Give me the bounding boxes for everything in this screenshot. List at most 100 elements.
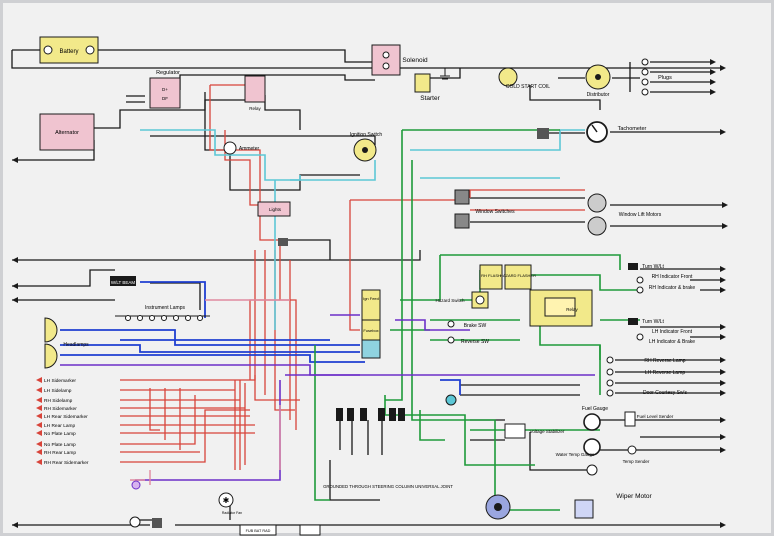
terminal-arrows: [12, 59, 728, 528]
ign-feed-label: Ign Feed: [363, 296, 379, 301]
instrument-lamps-label: Instrument Lamps: [145, 305, 186, 311]
lamp-label: LH Rear Lamp: [44, 423, 76, 429]
lh-indicator-front-label: LH Indicator Front: [652, 329, 693, 335]
hazard-switch: Hazard Switch: [435, 291, 489, 309]
window-switches-label: Window Switches: [475, 209, 515, 215]
tachometer: Tachometer: [537, 121, 647, 143]
radiator-fan: ✱ Radiator Fan: [218, 492, 242, 515]
turn-lh-label: Turn W/Lt: [642, 319, 664, 325]
relay-mid-label: Relay: [566, 307, 578, 312]
turn-rh-label: Turn W/Lt: [642, 264, 664, 270]
rh-flasher-label: RH FLASH: [481, 273, 501, 278]
door-courtesy-icon: [445, 394, 457, 406]
voltage-stabilizer: Voltage Stabilizer: [504, 423, 565, 439]
bottom-fuse-strip: FUB BAT RAD: [239, 524, 321, 536]
starter: Starter: [414, 73, 441, 102]
relay-mid: Relay: [529, 289, 593, 327]
fuel-level-sender-label: Fuel Level Sender: [637, 414, 674, 419]
lamp-label: RH Sidelamp: [44, 398, 73, 404]
fuse-block-label: Fusebox: [363, 328, 378, 333]
cold-start-coil-label: COLD START COIL: [506, 84, 550, 90]
fan-icon: ✱: [223, 496, 230, 505]
bottom-connectors: [336, 408, 405, 421]
wiper-motor-label: Wiper Motor: [616, 493, 652, 500]
alternator-label: Alternator: [55, 130, 79, 136]
ammeter-label: Ammeter: [239, 146, 260, 152]
fuel-gauge-label: Fuel Gauge: [582, 406, 608, 412]
plugs: Plugs: [641, 58, 672, 96]
distributor: Distributor: [585, 64, 611, 98]
green-wires: [314, 129, 640, 511]
window-lift-motors: Window Lift Motors: [587, 193, 662, 236]
lamp-label: RH Rear Sidemarker: [44, 460, 89, 466]
hazard-flasher-label: HAZARD FLASHER: [500, 273, 536, 278]
voltage-stabilizer-label: Voltage Stabilizer: [530, 429, 565, 434]
wiper-motor: Wiper Motor: [485, 464, 653, 520]
solenoid-label: Solenoid: [402, 57, 428, 64]
blue-wires: [60, 281, 461, 395]
svg-text:D+: D+: [162, 87, 168, 92]
right-lamp-labels: Turn W/Lt RH Indicator Front RH Indicato…: [628, 263, 695, 396]
door-courtesy-label: Door Courtesy Sw's: [643, 390, 688, 396]
temp-sender-label: Temp Sender: [623, 459, 650, 464]
grounded-note: GROUNDED THROUGH STEERING COLUMN UNIVERS…: [323, 484, 453, 489]
brake-sw-label: Brake SW: [464, 323, 487, 329]
fuel-level-sender: Fuel Level Sender: [624, 411, 674, 427]
relay-top: Relay: [244, 75, 266, 111]
ignition-switch-label: Ignition Switch: [350, 132, 382, 138]
rh-indicator-front-label: RH Indicator Front: [652, 274, 693, 280]
distributor-label: Distributor: [587, 92, 610, 98]
ignition-switch: Ignition Switch: [350, 132, 382, 162]
regulator-label: Regulator: [156, 70, 180, 76]
hazard-switch-label: Hazard Switch: [435, 298, 465, 303]
fuel-gauge: Fuel Gauge: [582, 406, 608, 431]
lights-label: Lights: [269, 207, 282, 212]
temp-sender: Temp Sender: [623, 445, 650, 464]
lh-reverse-label: LH Reverse Lamp: [645, 370, 686, 376]
cold-start-coil: COLD START COIL: [498, 67, 550, 90]
lamp-label: RH Rear Lamp: [44, 450, 76, 456]
water-temp-gauge-label: Water Temp Gauge: [556, 452, 595, 457]
regulator: Regulator D+ DF: [149, 70, 181, 109]
fuse-labels: FUB BAT RAD: [246, 529, 271, 533]
headlamps: Headlamps: [44, 317, 89, 369]
svg-text:DF: DF: [162, 96, 168, 101]
battery: Battery: [39, 36, 99, 64]
grounded-label: GROUNDED THROUGH STEERING COLUMN UNIVERS…: [323, 484, 453, 489]
fuse-block: Ign Feed Fusebox: [361, 289, 381, 359]
lamp-label: RH Sidemarker: [44, 406, 77, 412]
lamp-label: LH Rear Sidemarker: [44, 414, 88, 420]
headlamps-label: Headlamps: [63, 342, 89, 348]
lights-switch: Lights: [257, 201, 291, 246]
wire-layer: [11, 49, 722, 526]
window-lift-motors-label: Window Lift Motors: [619, 212, 662, 218]
water-temp-gauge: Water Temp Gauge: [556, 438, 601, 457]
starter-label: Starter: [420, 95, 440, 102]
tachometer-label: Tachometer: [618, 126, 647, 132]
lamp-label: LH Sidelamp: [44, 388, 72, 394]
window-switches: Window Switches: [454, 189, 515, 229]
flashers: RH FLASH HAZARD FLASHER: [479, 264, 536, 290]
reverse-sw-label: Reverse SW: [461, 339, 489, 345]
starter-ground-icon: [440, 68, 450, 80]
right-lamp-bulbs: [606, 276, 644, 397]
left-lamp-arrows: [36, 377, 42, 465]
pink-wires: [130, 299, 290, 485]
solenoid: Solenoid: [371, 44, 428, 76]
lamp-label: LH Sidemarker: [44, 378, 76, 384]
beam-indicator: W/LT BEAM: [110, 276, 136, 286]
plugs-label: Plugs: [658, 75, 672, 81]
beam-indicator-label: W/LT BEAM: [111, 280, 136, 285]
alternator: Alternator: [39, 113, 95, 151]
lamp-label: No Plate Lamp: [44, 442, 76, 448]
battery-label: Battery: [59, 49, 78, 55]
lh-indicator-brake-label: LH Indicator & Brake: [649, 339, 695, 345]
lamp-label: No Plate Lamp: [44, 431, 76, 437]
brake-switch: Brake SW: [447, 320, 487, 329]
relay-top-label: Relay: [249, 106, 261, 111]
reverse-switch: Reverse SW: [447, 336, 489, 345]
ammeter: Ammeter: [223, 141, 260, 155]
rh-reverse-label: RH Reverse Lamp: [644, 358, 685, 364]
left-lamp-list: LH Sidemarker LH Sidelamp RH Sidelamp RH…: [44, 378, 89, 466]
